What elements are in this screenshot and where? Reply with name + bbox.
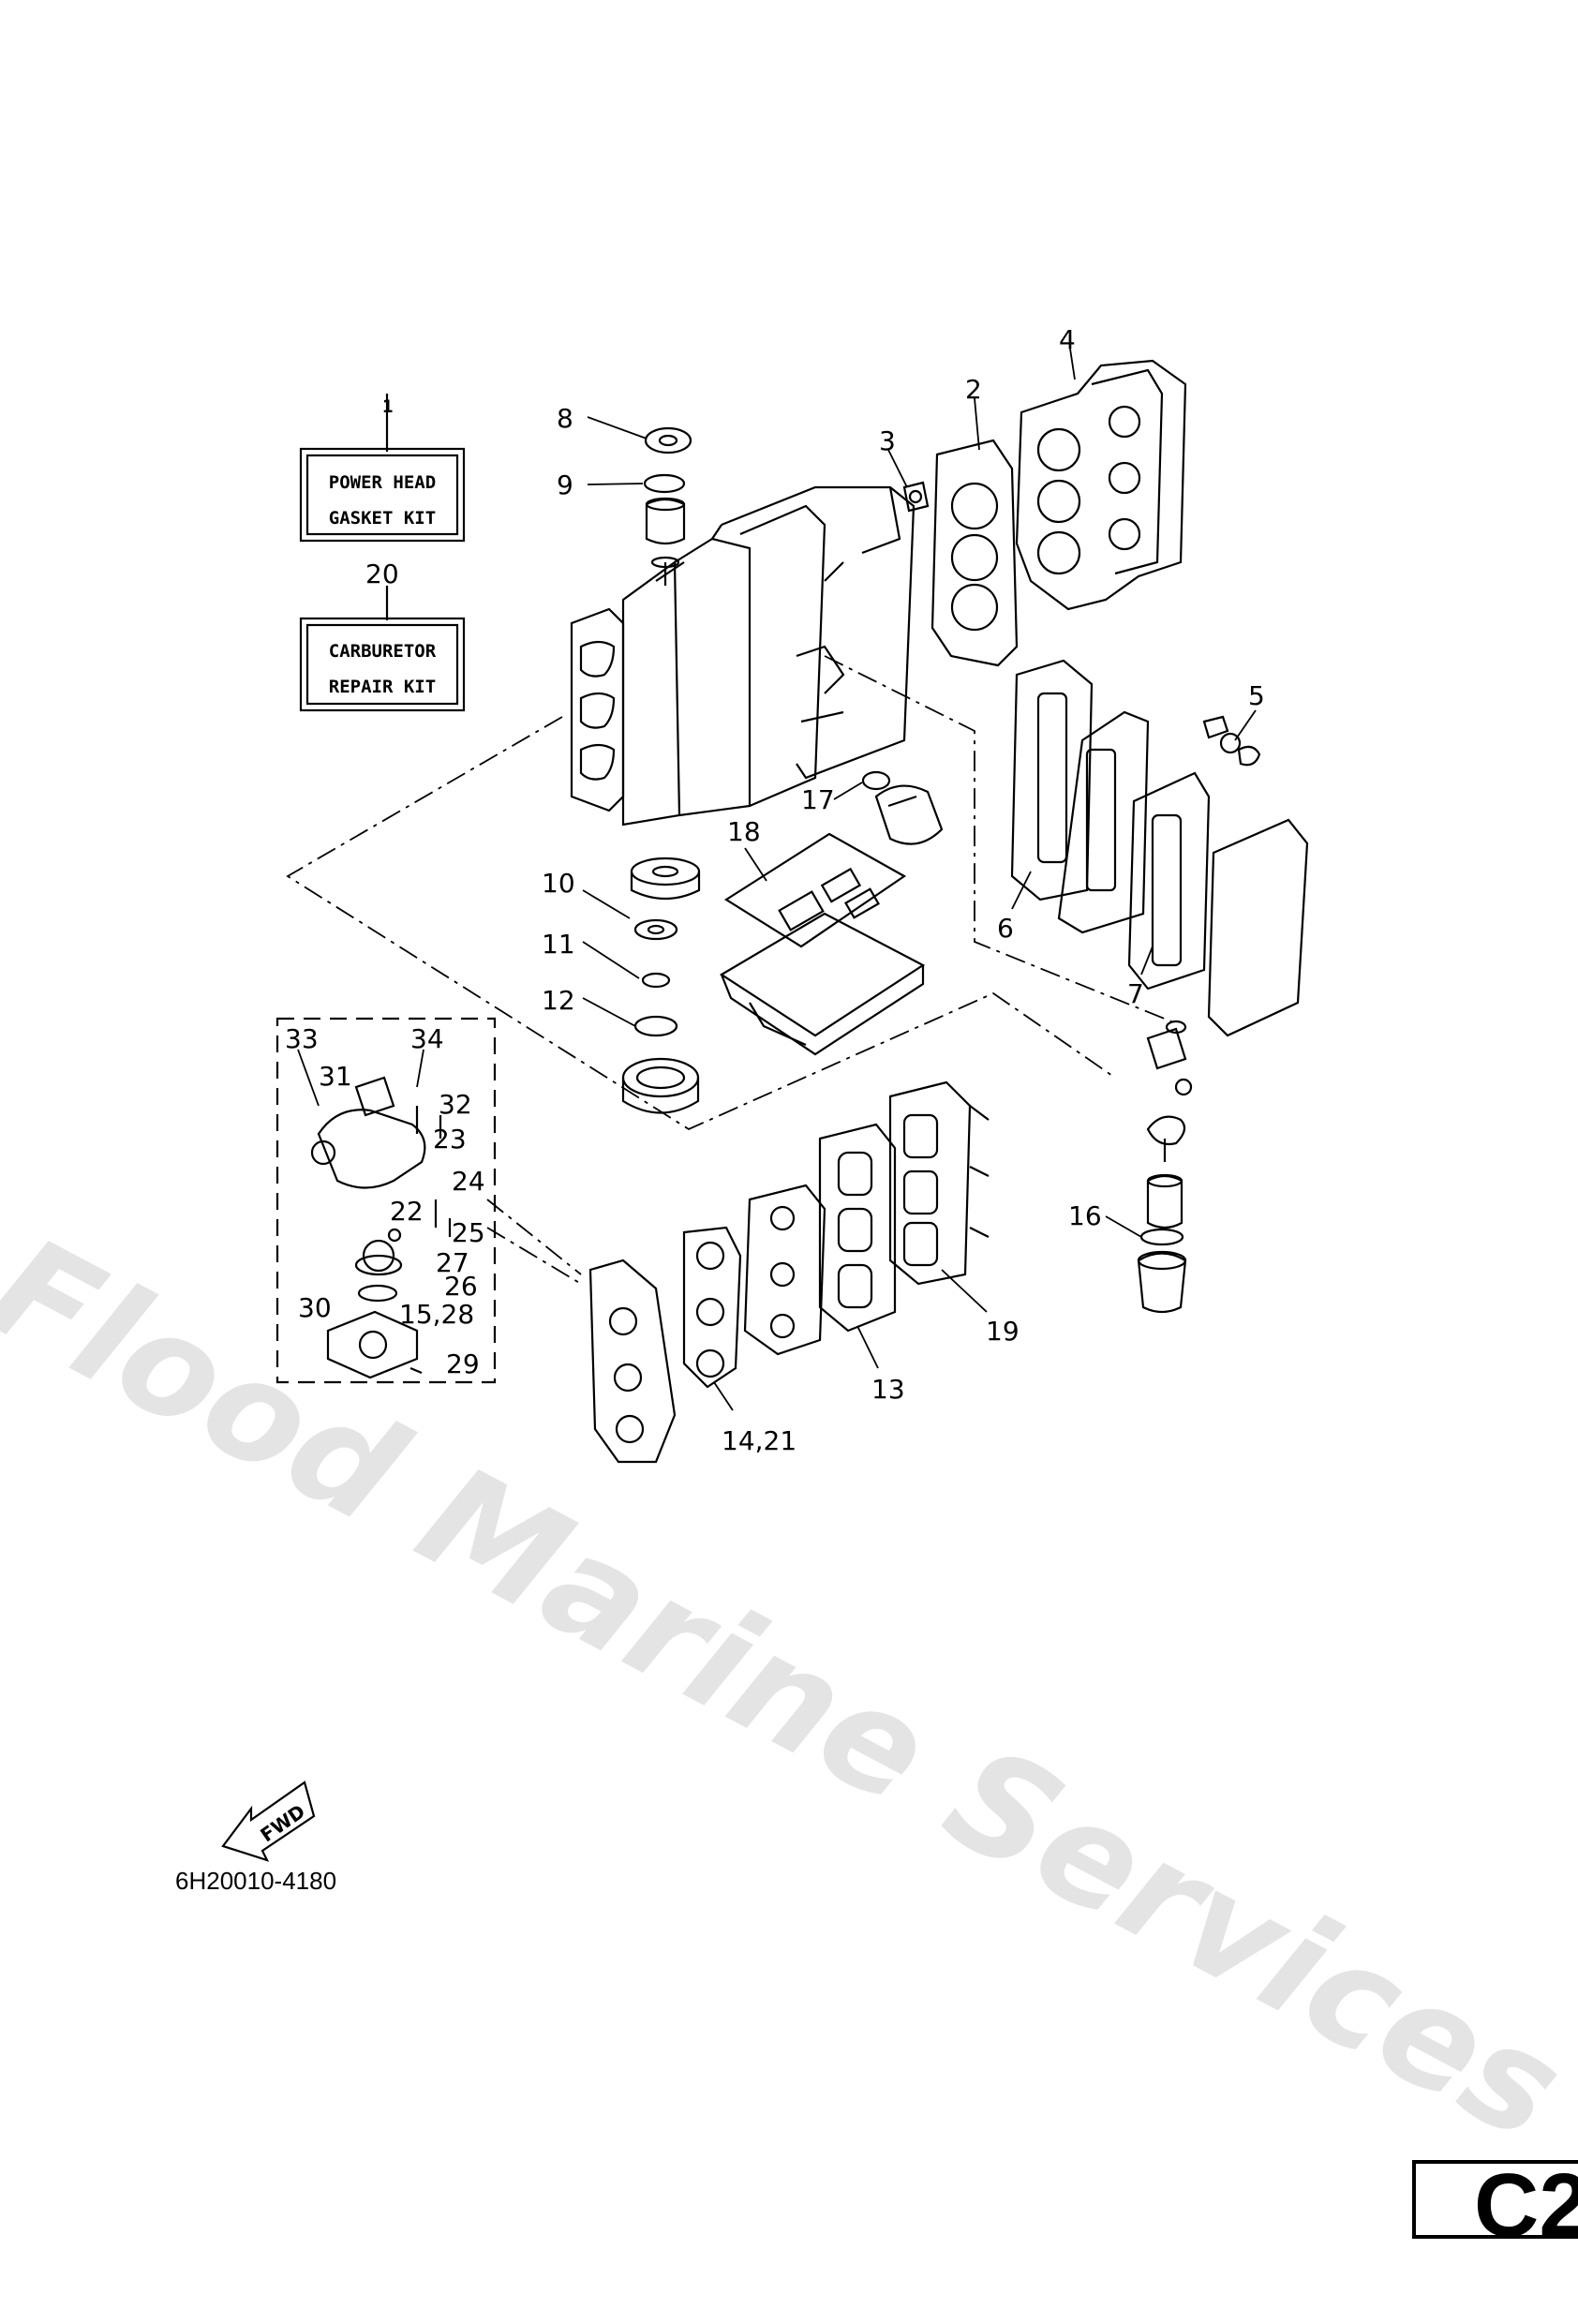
fwd-label: FWD (256, 1800, 309, 1847)
callout-19: 19 (986, 1316, 1020, 1347)
fwd-arrow-icon (221, 1780, 316, 1862)
cylinder-head-gasket-2 (930, 439, 1019, 667)
callout-leaders (297, 348, 1257, 1411)
kit-1-line2: GASKET KIT (329, 508, 436, 529)
power-head-gasket-kit-box (299, 394, 466, 543)
callout-12: 12 (542, 985, 575, 1016)
carburetor-parts-group (275, 1017, 497, 1384)
bearing-sleeve (645, 497, 686, 545)
callout-8: 8 (557, 403, 573, 434)
housing-12 (621, 1057, 700, 1114)
callout-23: 23 (433, 1124, 467, 1155)
callout-13: 13 (871, 1374, 905, 1405)
document-code: 6H20010-4180 (175, 1867, 337, 1895)
callout-29: 29 (446, 1348, 480, 1379)
cylinder-head-4 (1015, 359, 1187, 611)
callout-32: 32 (439, 1089, 472, 1120)
callout-34: 34 (410, 1023, 444, 1054)
intake-manifold (588, 1259, 677, 1464)
reed-valve-19 (888, 1080, 990, 1286)
callout-16: 16 (1068, 1200, 1102, 1231)
callout-27: 27 (436, 1247, 469, 1278)
o-ring-12 (633, 1015, 678, 1037)
exhaust-gasket-7 (1127, 771, 1211, 991)
callout-25: 25 (452, 1217, 485, 1248)
callout-2: 2 (965, 374, 982, 405)
callout-15-28: 15,28 (399, 1299, 474, 1330)
callout-6: 6 (997, 913, 1014, 944)
cylinder-block-part (650, 485, 916, 780)
callout-26: 26 (444, 1271, 478, 1302)
callout-3: 3 (879, 425, 896, 456)
kit-1-number: 1 (382, 396, 393, 417)
callout-31: 31 (319, 1061, 352, 1092)
gasket-14-21 (682, 1226, 742, 1389)
callout-7: 7 (1127, 978, 1144, 1009)
oil-seal-10 (633, 918, 678, 941)
callout-30: 30 (298, 1292, 332, 1323)
callout-33: 33 (285, 1023, 319, 1054)
thermostat-housing (1146, 1020, 1193, 1162)
thermostat-16 (1146, 1173, 1184, 1229)
thermostat-3 (902, 481, 930, 513)
callout-5: 5 (1248, 680, 1265, 711)
exhaust-plate (719, 912, 926, 1056)
seal-11 (641, 972, 671, 989)
o-ring-9 (643, 473, 686, 494)
fitting-5 (1202, 715, 1261, 767)
exhaust-cover (1207, 818, 1309, 1037)
page-tag: C2 (1412, 2160, 1578, 2239)
callout-22: 22 (390, 1196, 424, 1227)
leader-lines (286, 655, 1172, 1285)
reed-valve-plate (743, 1184, 826, 1356)
kit-1-line1: POWER HEAD (329, 472, 436, 493)
callout-9: 9 (557, 469, 573, 500)
carburetor-repair-kit-box (299, 586, 466, 712)
gasket-18 (723, 832, 907, 948)
crankcase-part (570, 504, 826, 827)
callout-10: 10 (542, 868, 575, 899)
bearing-10 (630, 857, 701, 900)
exhaust-gasket-6 (1010, 659, 1094, 901)
kit-20-line2: REPAIR KIT (329, 677, 436, 697)
exhaust-inner-plate (1057, 710, 1150, 934)
kit-20-number: 20 (365, 559, 399, 589)
thermostat-cover-16 (1137, 1250, 1187, 1314)
callout-4: 4 (1059, 324, 1076, 355)
kit-20-line1: CARBURETOR (329, 641, 437, 662)
callout-17: 17 (801, 784, 835, 815)
o-ring-16 (1139, 1228, 1184, 1246)
gasket-13 (818, 1123, 897, 1333)
callout-11: 11 (542, 929, 575, 960)
oil-seal-8 (644, 426, 692, 454)
page-tag-label: C2 (1474, 2160, 1578, 2239)
callout-14-21: 14,21 (722, 1425, 796, 1456)
thermostat-cover-17 (861, 770, 944, 845)
callout-24: 24 (452, 1166, 485, 1197)
callout-18: 18 (727, 816, 761, 847)
